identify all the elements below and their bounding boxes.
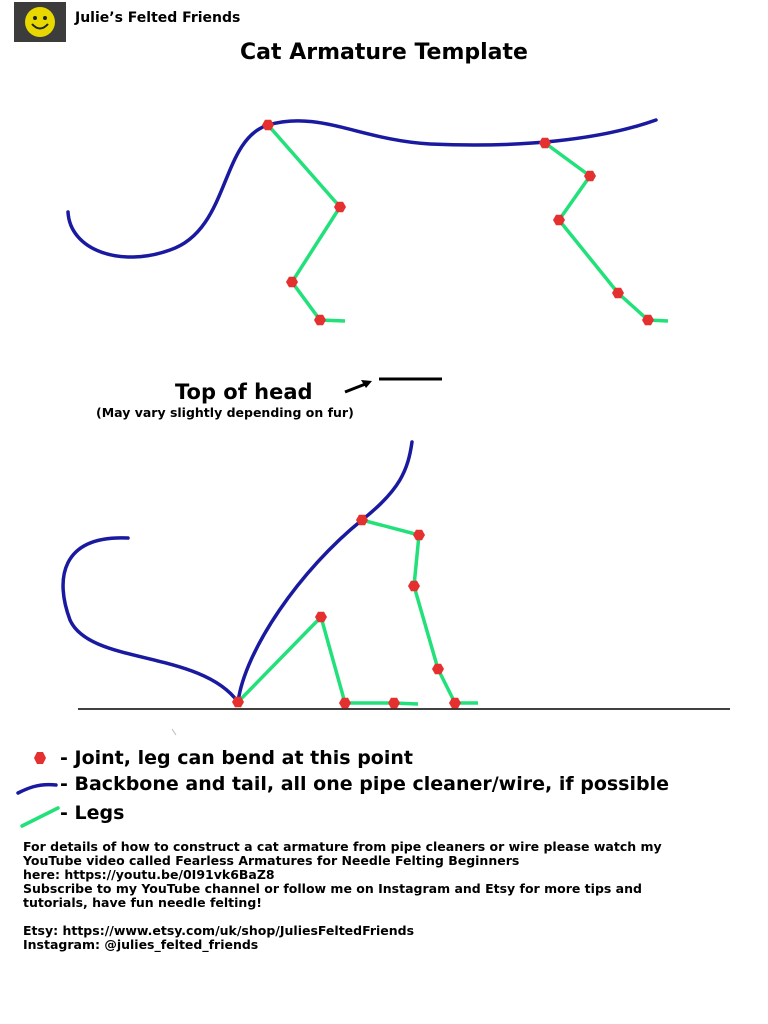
sitting-backbone-tail: [61, 440, 414, 707]
joint-marker: [449, 697, 461, 709]
notes-line: For details of how to construct a cat ar…: [23, 839, 662, 854]
youtube-link[interactable]: here: https://youtu.be/0I91vk6BaZ8: [23, 867, 275, 882]
leg-line-icon: [20, 806, 60, 828]
notes-line: tutorials, have fun needle felting!: [23, 895, 262, 910]
joint-marker: [642, 314, 654, 326]
joint-marker: [315, 611, 327, 623]
standing-cat-armature: [66, 118, 669, 323]
top-of-head-arrowhead: [361, 380, 372, 388]
legend-legs-text: - Legs: [60, 802, 125, 824]
etsy-link[interactable]: Etsy: https://www.etsy.com/uk/shop/Julie…: [23, 923, 415, 938]
joint-marker: [334, 201, 346, 213]
joint-marker: [286, 276, 298, 288]
joint-marker: [408, 580, 420, 592]
joint-marker: [339, 697, 351, 709]
notes-line: Subscribe to my YouTube channel or follo…: [23, 881, 642, 896]
page-title: Cat Armature Template: [240, 40, 528, 65]
joint-marker: [413, 529, 425, 541]
joint-marker: [262, 119, 274, 131]
notes-line: YouTube video called Fearless Armatures …: [23, 853, 520, 868]
joint-markers: [232, 119, 654, 709]
joint-marker: [539, 137, 551, 149]
joint-marker: [584, 170, 596, 182]
joint-marker: [612, 287, 624, 299]
standing-backbone-tail: [66, 118, 658, 259]
joint-marker: [314, 314, 326, 326]
smiley-face-icon: [25, 7, 55, 37]
legend-joint-text: - Joint, leg can bend at this point: [60, 747, 413, 769]
joint-marker: [388, 697, 400, 709]
joint-marker: [232, 696, 244, 708]
top-of-head-note: (May vary slightly depending on fur): [96, 405, 354, 420]
joint-marker: [356, 514, 368, 526]
brand-name: Julie’s Felted Friends: [75, 10, 241, 26]
standing-back-leg: [543, 141, 669, 323]
logo: [14, 2, 66, 42]
joint-marker: [432, 663, 444, 675]
joint-marker-icon: [34, 752, 46, 764]
instagram-handle[interactable]: Instagram: @julies_felted_friends: [23, 937, 259, 952]
pencil-mark: [171, 728, 177, 736]
sitting-front-leg-a: [361, 518, 478, 705]
backbone-line-icon: [16, 782, 58, 795]
instructions-text: For details of how to construct a cat ar…: [23, 840, 763, 952]
joint-marker: [553, 214, 565, 226]
legend-backbone-text: - Backbone and tail, all one pipe cleane…: [60, 773, 670, 795]
sitting-cat-armature: [61, 440, 478, 707]
top-of-head-label: Top of head: [175, 380, 313, 404]
standing-front-leg: [266, 123, 346, 323]
